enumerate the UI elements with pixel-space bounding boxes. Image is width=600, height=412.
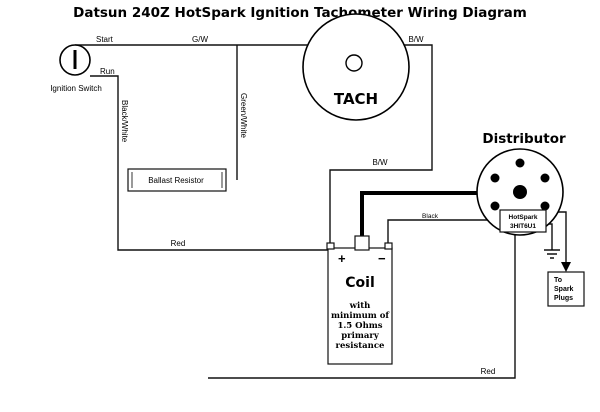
- distributor-tower-4: [490, 173, 500, 183]
- wire-label-red-mid: Red: [171, 239, 186, 248]
- wire-black: [387, 219, 500, 243]
- hotspark-module-line1: HotSpark: [509, 214, 538, 221]
- coil-minus-label: −: [378, 251, 386, 266]
- tach-label: TACH: [334, 90, 378, 108]
- coil: [327, 247, 393, 365]
- arrow-spark-plugs: [561, 262, 571, 272]
- run-label: Run: [100, 67, 115, 76]
- wire-label-green-white: Green/White: [239, 93, 248, 138]
- distributor-tower-1: [515, 158, 525, 168]
- wire-label-bw-tach: B/W: [408, 35, 424, 44]
- spark-plugs-line3: Plugs: [554, 295, 573, 302]
- wire-label-gw: G/W: [192, 35, 208, 44]
- wire-coil-tower: [360, 191, 522, 236]
- ignition-switch-label: Ignition Switch: [50, 84, 102, 93]
- distributor-center-tower: [513, 185, 527, 199]
- tach-center-terminal: [345, 54, 363, 72]
- wire-label-red-bottom: Red: [481, 367, 496, 376]
- coil-note-line2: minimum of: [331, 311, 390, 321]
- distributor-tower-2: [540, 173, 550, 183]
- wire-ground: [546, 223, 553, 250]
- wire-red-loop: [208, 226, 516, 379]
- page-title: Datsun 240Z HotSpark Ignition Tachometer…: [73, 5, 527, 21]
- coil-label: Coil: [345, 275, 375, 291]
- coil-plus-label: +: [338, 251, 346, 266]
- distributor-tower-5: [490, 201, 500, 211]
- ballast-resistor: [127, 168, 227, 192]
- coil-plus-terminal: [326, 242, 335, 250]
- coil-note-line3: 1.5 Ohms: [337, 321, 382, 331]
- wire-label-bw-coil: B/W: [372, 158, 388, 167]
- spark-plugs-line1: To: [554, 277, 562, 284]
- coil-minus-terminal: [384, 242, 393, 250]
- spark-plugs-line2: Spark: [554, 286, 574, 293]
- wire-label-black-white: Black/White: [120, 100, 129, 143]
- distributor-label: Distributor: [482, 131, 566, 147]
- coil-note-line1: with: [349, 301, 371, 311]
- start-label: Start: [96, 35, 114, 44]
- wire-black-white: [90, 75, 330, 251]
- distributor-tower-3: [540, 201, 550, 211]
- hotspark-module: [499, 209, 547, 233]
- coil-note-line4: primary: [341, 331, 380, 341]
- hotspark-module-line2: 3HIT6U1: [510, 223, 536, 230]
- ignition-switch-key: [73, 50, 77, 69]
- ballast-resistor-label: Ballast Resistor: [148, 176, 204, 185]
- wire-label-black: Black: [422, 213, 439, 220]
- coil-tower: [354, 235, 370, 251]
- spark-plugs-box: [547, 271, 585, 307]
- coil-note-line5: resistance: [336, 341, 385, 351]
